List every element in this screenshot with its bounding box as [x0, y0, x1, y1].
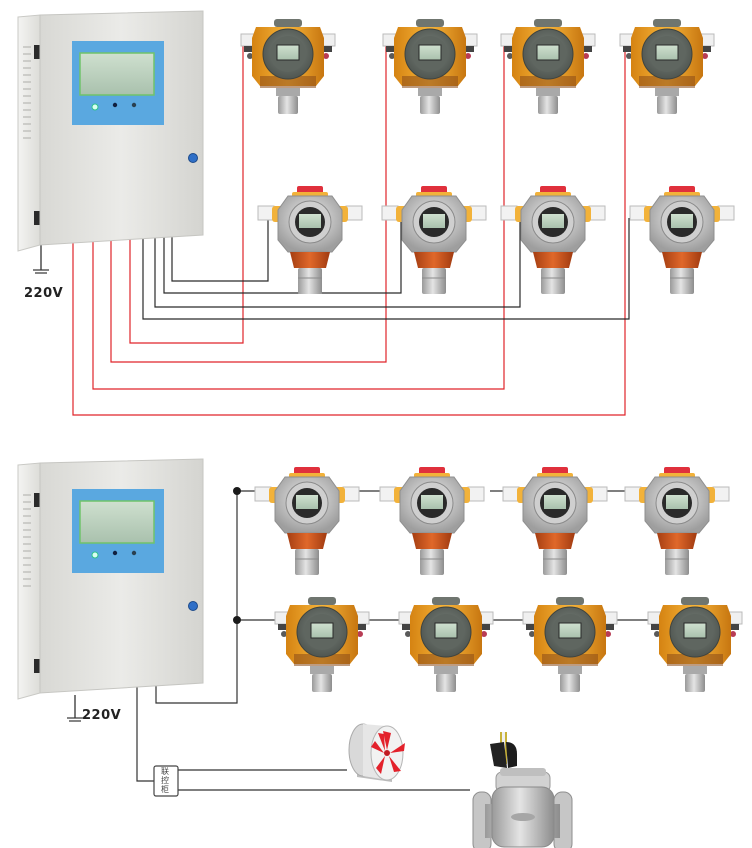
lcd-icon: [544, 495, 566, 509]
yellow-detector-top-2: [382, 19, 478, 114]
lcd-icon: [558, 622, 582, 639]
yellow-detector-bottom-2: [398, 597, 494, 692]
lock-icon: [188, 153, 198, 163]
lcd-icon: [666, 495, 688, 509]
latch-icon: [34, 211, 42, 225]
power-led-icon: [91, 551, 99, 559]
power-label-top: 220V: [24, 286, 64, 301]
linkage-cabinet-label: 联 控 柜: [161, 767, 169, 794]
latch-icon: [34, 659, 42, 673]
button-icon: [112, 550, 118, 556]
lcd-screen: [79, 500, 155, 544]
silver-detector-top-3: [500, 186, 606, 294]
yellow-detector-bottom-3: [522, 597, 618, 692]
bottom-section-wiring: [74, 490, 657, 791]
lcd-icon: [421, 495, 443, 509]
junction-dot-1: [233, 487, 241, 495]
latch-icon: [34, 493, 42, 507]
silver-detector-top-4: [629, 186, 735, 294]
red-wire-4: [72, 40, 626, 416]
silver-detector-top-2: [381, 186, 487, 294]
lcd-icon: [536, 44, 560, 61]
black-wire-3: [154, 218, 521, 308]
controller-top: [17, 10, 204, 252]
ground-symbol-top: [33, 269, 49, 274]
silver-detector-bottom-1: [254, 467, 360, 575]
black-wire-4: [142, 218, 630, 320]
top-section-wiring: [40, 40, 630, 416]
power-led-icon: [91, 103, 99, 111]
lcd-icon: [276, 44, 300, 61]
junction-dot-2: [233, 616, 241, 624]
red-wire-2: [110, 40, 387, 363]
silver-detector-bottom-2: [379, 467, 485, 575]
bus-trunk: [155, 491, 238, 704]
linkage-cabinet-box: [153, 765, 179, 797]
lcd-screen: [79, 52, 155, 96]
yellow-detector-top-1: [240, 19, 336, 114]
lcd-icon: [434, 622, 458, 639]
lcd-icon: [310, 622, 334, 639]
lcd-icon: [423, 214, 445, 228]
yellow-detector-bottom-4: [647, 597, 743, 692]
silver-detector-top-1: [257, 186, 363, 294]
power-label-bottom: 220V: [82, 708, 122, 723]
red-wire-1: [129, 40, 244, 344]
axial-fan-icon: [348, 723, 405, 782]
lcd-icon: [671, 214, 693, 228]
latch-icon: [34, 45, 42, 59]
lcd-icon: [296, 495, 318, 509]
lcd-icon: [299, 214, 321, 228]
controller-bottom: [17, 458, 204, 700]
yellow-detector-bottom-1: [274, 597, 370, 692]
black-wire-1: [171, 218, 269, 282]
black-wire-2: [163, 218, 402, 294]
lcd-icon: [655, 44, 679, 61]
yellow-detector-top-3: [500, 19, 596, 114]
silver-detector-bottom-4: [624, 467, 730, 575]
solenoid-valve-icon: [472, 732, 573, 848]
lcd-icon: [542, 214, 564, 228]
lcd-icon: [418, 44, 442, 61]
linkage-feed: [136, 681, 154, 782]
ground-symbol-bottom: [67, 717, 83, 722]
yellow-detector-top-4: [619, 19, 715, 114]
lock-icon: [188, 601, 198, 611]
button-icon: [112, 102, 118, 108]
lcd-icon: [683, 622, 707, 639]
button-icon: [131, 102, 137, 108]
silver-detector-bottom-3: [502, 467, 608, 575]
button-icon: [131, 550, 137, 556]
